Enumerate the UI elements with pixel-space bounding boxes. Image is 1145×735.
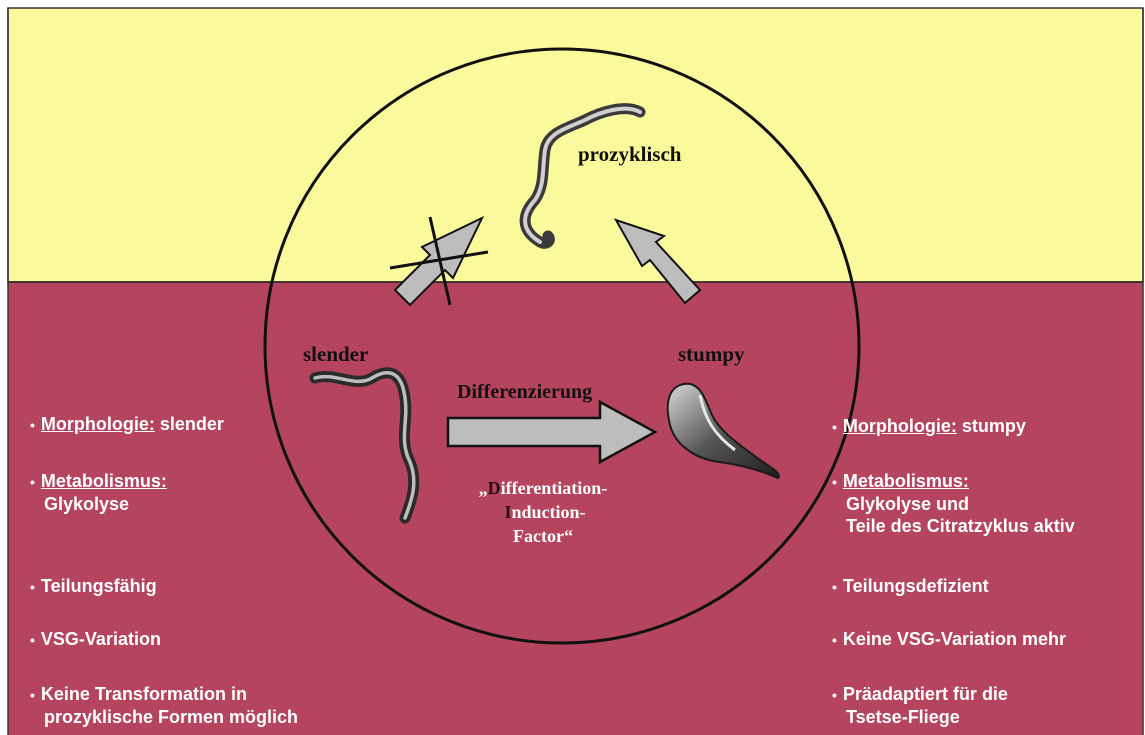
list-item-vsg: •Keine VSG-Variation mehr xyxy=(832,628,1066,651)
list-item-morphologie: •Morphologie: slender xyxy=(30,413,224,436)
label-stumpy: stumpy xyxy=(678,342,745,367)
list-item-teilung: •Teilungsdefizient xyxy=(832,575,989,598)
list-item-transformation: •Keine Transformation in prozyklische Fo… xyxy=(30,683,298,728)
label-differenzierung: Differenzierung xyxy=(457,381,592,404)
factor-line-1: „Differentiation- xyxy=(438,476,648,500)
list-item-vsg: •VSG-Variation xyxy=(30,628,161,651)
list-item-teilung: •Teilungsfähig xyxy=(30,575,157,598)
list-item-morphologie: •Morphologie: stumpy xyxy=(832,415,1026,438)
slender-properties-list: •Morphologie: slender •Metabolismus: Gly… xyxy=(30,0,430,735)
factor-line-3: Factor“ xyxy=(438,524,648,548)
list-item-metabolismus: •Metabolismus: Glykolyse xyxy=(30,470,167,515)
factor-line-2: Induction- xyxy=(438,500,648,524)
list-item-metabolismus: •Metabolismus: Glykolyse und Teile des C… xyxy=(832,470,1075,537)
list-item-praeadaptiert: •Präadaptiert für die Tsetse-Fliege xyxy=(832,683,1008,728)
label-prozyklisch: prozyklisch xyxy=(578,142,681,167)
stumpy-properties-list: •Morphologie: stumpy •Metabolismus: Glyk… xyxy=(832,0,1142,735)
differentiation-induction-factor: „Differentiation- Induction- Factor“ xyxy=(438,476,648,548)
